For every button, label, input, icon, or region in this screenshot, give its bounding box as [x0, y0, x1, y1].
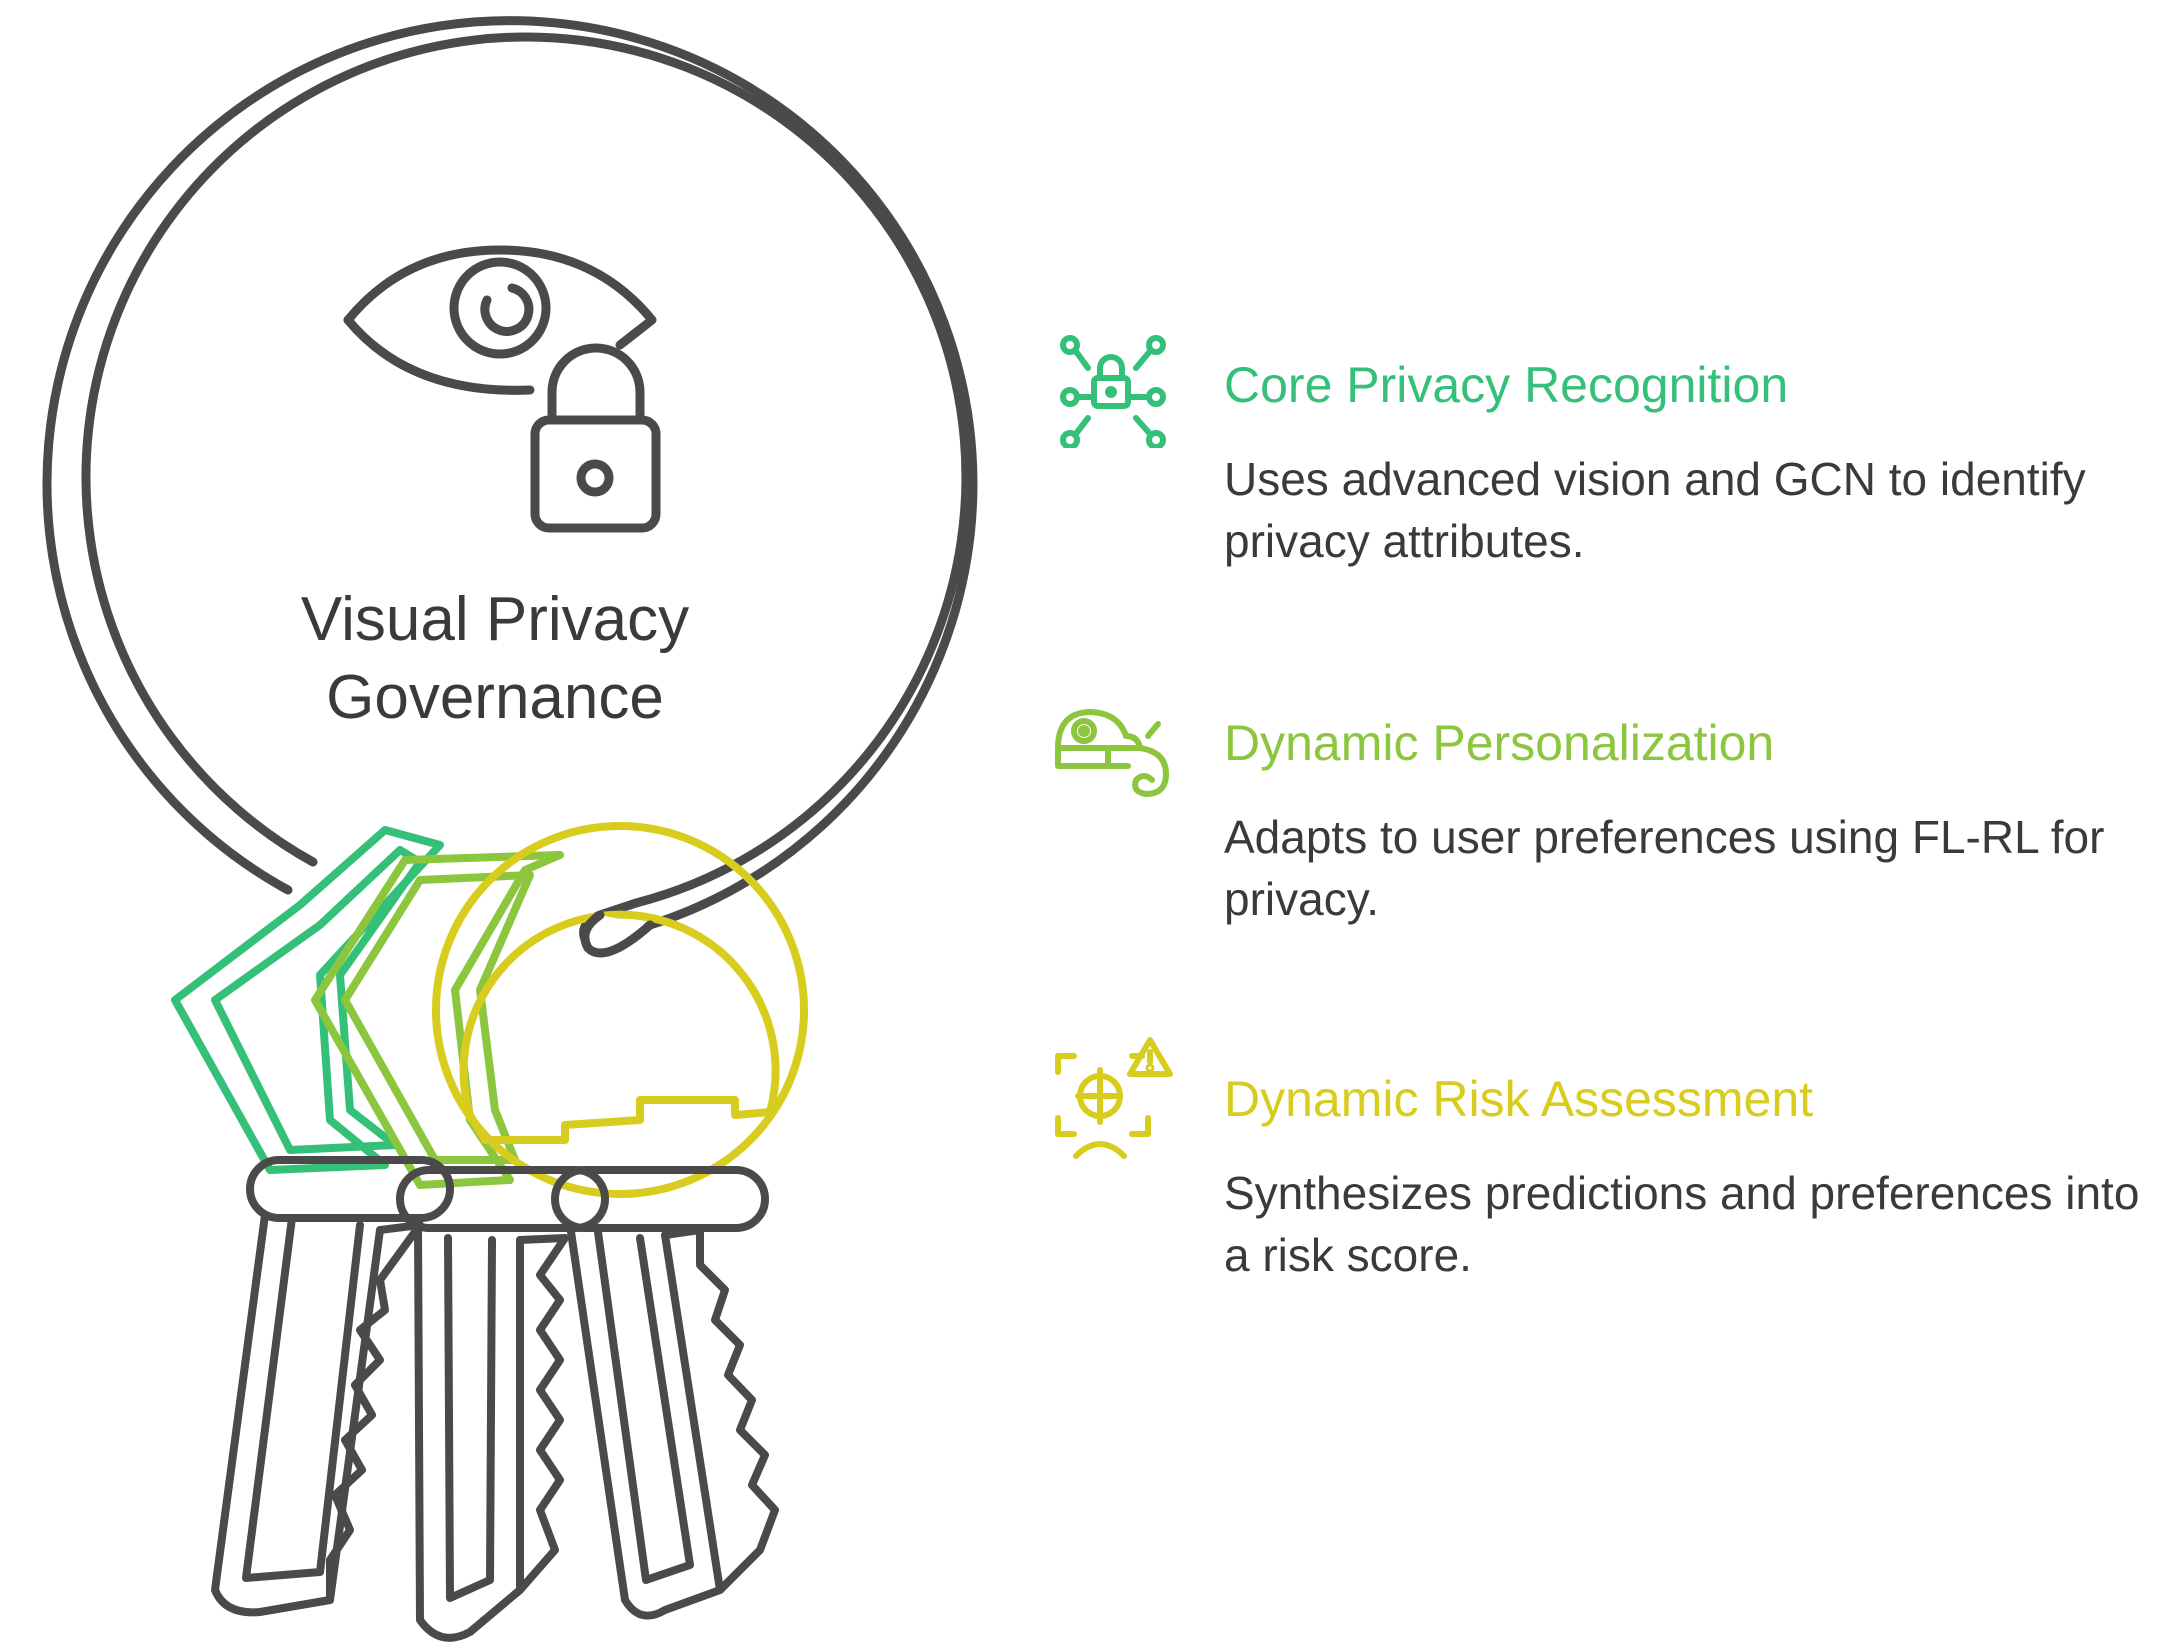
key-blade-right [551, 1166, 779, 1620]
feature-description: Uses advanced vision and GCN to identify… [1224, 453, 2086, 567]
key-blade-middle [396, 1166, 609, 1642]
key-ring [42, 16, 978, 954]
risk-scan-icon [1055, 1037, 1173, 1159]
padlock-icon [530, 343, 661, 533]
chameleon-icon [1055, 709, 1169, 797]
network-lock-icon [1060, 335, 1166, 448]
main-title-line2: Governance [326, 663, 664, 732]
feature-description: Adapts to user preferences using FL-RL f… [1224, 811, 2105, 925]
feature-title: Dynamic Risk Assessment [1224, 1071, 1814, 1127]
main-title-line1: Visual Privacy [301, 585, 689, 654]
eye-icon [343, 245, 657, 395]
key-head-yellow [432, 822, 808, 1198]
key-blade-left [211, 1156, 454, 1617]
feature-title: Core Privacy Recognition [1224, 357, 1789, 413]
feature-title: Dynamic Personalization [1224, 715, 1775, 771]
feature-description: Synthesizes predictions and preferences … [1224, 1167, 2140, 1281]
key-head-green [171, 826, 444, 1174]
